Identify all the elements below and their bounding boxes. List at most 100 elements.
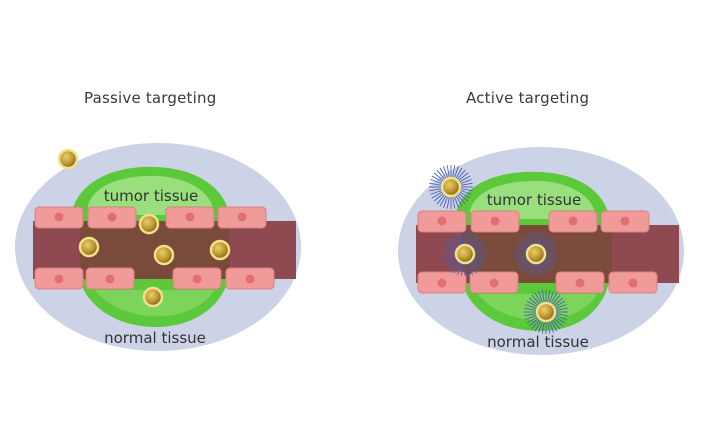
ligand-spike: [466, 232, 470, 245]
ligand-spike: [467, 263, 473, 275]
ligand-spike: [531, 263, 535, 276]
tumor-highlight: [88, 175, 214, 215]
ligand-spike: [524, 313, 537, 317]
ligand-spike: [436, 194, 445, 205]
tumor-tissue-label: tumor tissue: [104, 187, 199, 205]
ligand-spike: [467, 233, 473, 245]
ligand-spike: [555, 314, 567, 320]
ligand-spike: [429, 182, 442, 186]
ligand-spike: [430, 179, 442, 185]
endothelial-layer-bottom: [34, 267, 275, 290]
active-targeting-title: Active targeting: [466, 89, 590, 107]
ligand-spike: [450, 261, 459, 272]
ligand-spike: [460, 263, 464, 276]
ligand-spike: [555, 307, 568, 311]
ligand-spike: [460, 182, 473, 186]
ligand-spike: [550, 320, 558, 332]
ligand-spike: [538, 233, 544, 245]
nanoparticle-icon: [78, 236, 100, 258]
normal-tissue-label: normal tissue: [104, 329, 206, 347]
ligand-spike: [518, 239, 529, 248]
tumor-tissue-label: tumor tissue: [487, 191, 582, 209]
nanoparticle-icon: [57, 148, 79, 170]
ligand-spike: [541, 290, 545, 303]
ligand-spike: [553, 297, 564, 306]
ligand-spike: [554, 316, 566, 324]
ligand-spike: [516, 258, 528, 266]
ligand-spike: [524, 307, 537, 311]
ligand-spike: [439, 167, 447, 179]
ligand-spike: [531, 294, 540, 305]
cell-nucleus: [489, 278, 499, 288]
cell-nucleus: [620, 216, 630, 226]
ligand-spike: [458, 193, 469, 202]
ligand-spike: [460, 179, 472, 185]
cell-nucleus: [628, 278, 638, 288]
nanoparticle-core: [525, 243, 547, 265]
ligand-spike: [430, 189, 442, 195]
ligand-spike: [528, 263, 534, 275]
endothelial-layer-top: [34, 206, 267, 229]
ligand-spike: [537, 232, 541, 245]
active-targeting-panel: tumor tissue normal tissue: [398, 147, 684, 355]
tumor-highlight: [470, 180, 596, 219]
ligand-spike: [545, 249, 558, 253]
ligand-spike: [540, 234, 548, 246]
ligand-spike: [453, 196, 459, 208]
ligand-spike: [521, 261, 530, 272]
ligand-spike: [525, 304, 537, 310]
ligand-spike: [471, 261, 480, 272]
ligand-spike: [443, 255, 456, 259]
ligand-spike: [452, 165, 456, 178]
ligand-spike: [552, 294, 561, 305]
ligand-spike: [555, 304, 567, 310]
ligand-spike: [552, 319, 561, 330]
ligand-spike: [473, 242, 485, 250]
ligand-spike: [545, 255, 558, 259]
ligand-spike: [547, 321, 551, 334]
endothelial-layer-top: [417, 210, 650, 233]
ligand-spike: [543, 260, 554, 269]
ligand-spike: [525, 314, 537, 320]
nanoparticle-icon: [153, 244, 175, 266]
normal-tissue-label: normal tissue: [487, 333, 589, 351]
ligand-spike: [531, 319, 540, 330]
cell-nucleus: [54, 274, 64, 284]
ligand-spike: [545, 256, 557, 262]
ligand-spike: [528, 233, 534, 245]
ligand-spike: [444, 246, 456, 252]
ligand-spike: [457, 263, 463, 275]
ligand-spike: [436, 169, 445, 180]
ligand-spike: [544, 242, 556, 250]
ligand-spike: [526, 300, 538, 308]
ligand-spike: [542, 236, 551, 247]
endothelial-layer-bottom: [417, 271, 658, 294]
nanoparticle-core: [535, 301, 557, 323]
ligand-spike: [457, 169, 466, 180]
ligand-spike: [550, 292, 558, 304]
nanoparticle-core: [454, 243, 476, 265]
cell-nucleus: [107, 212, 117, 222]
cell-nucleus: [185, 212, 195, 222]
ligand-spike: [548, 291, 554, 303]
nanoparticle-icon: [209, 239, 231, 261]
ligand-spike: [538, 291, 544, 303]
cell-nucleus: [245, 274, 255, 284]
ligand-spike: [474, 256, 486, 262]
ligand-spike: [469, 234, 477, 246]
ligand-spike: [521, 236, 530, 247]
targeted-nanoparticles: [429, 165, 568, 334]
ligand-spike: [453, 166, 459, 178]
ligand-spike: [443, 166, 449, 178]
cell-nucleus: [54, 212, 64, 222]
ligand-spike: [547, 290, 551, 303]
ligand-spike: [457, 194, 466, 205]
ligand-spike: [473, 258, 485, 266]
ligand-spike: [534, 320, 542, 332]
ligand-spike: [516, 242, 528, 250]
ligand-spike: [472, 239, 483, 248]
ligand-spike: [524, 234, 532, 246]
ligand-spike: [429, 188, 442, 192]
ligand-spike: [524, 262, 532, 274]
